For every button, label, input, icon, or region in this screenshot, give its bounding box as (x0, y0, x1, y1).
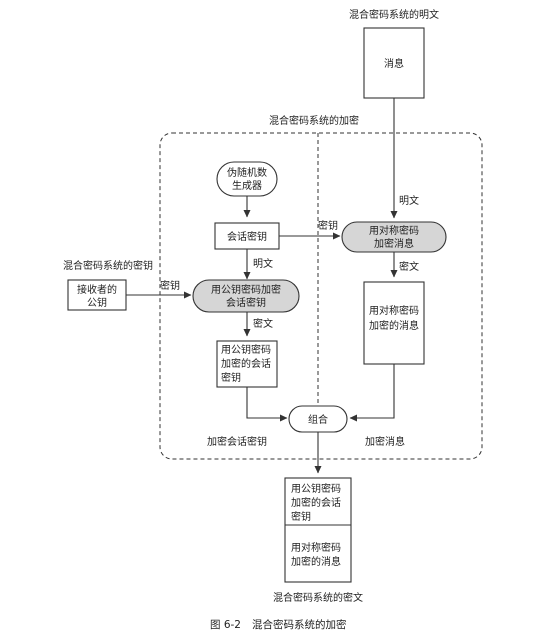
ciphertext-label: 混合密码系统的密文 (273, 591, 363, 604)
message-label: 消息 (384, 57, 404, 70)
out-bottom-line2: 加密的消息 (291, 555, 341, 568)
figure-title: 混合密码系统的加密 (252, 618, 347, 631)
out-top-line3: 密钥 (291, 510, 311, 523)
arrow-encrypted-msg-to-combine (349, 364, 395, 422)
session-key-label: 会话密钥 (227, 230, 267, 243)
prng-label-line2: 生成器 (232, 179, 262, 192)
public-key-encrypt-node (192, 279, 300, 313)
encryption-region-label: 混合密码系统的加密 (269, 114, 359, 127)
plaintext-label: 混合密码系统的明文 (349, 8, 439, 21)
enc-session-line1: 用公钥密码 (221, 343, 271, 356)
enc-msg-region-label: 加密消息 (365, 435, 405, 448)
encrypted-message-box (363, 281, 425, 365)
edge-ciphertext-right-label: 密文 (399, 260, 419, 273)
out-top-line2: 加密的会话 (291, 496, 341, 509)
encrypted-msg-line1: 用对称密码 (369, 304, 419, 317)
figure-number: 图 6-2 (210, 619, 241, 631)
edge-key-left-label: 密钥 (160, 279, 180, 292)
combine-label: 组合 (308, 413, 328, 426)
encryption-region (159, 132, 483, 460)
out-bottom-line1: 用对称密码 (291, 541, 341, 554)
receiver-public-key-box (67, 279, 127, 311)
sym-encrypt-line1: 用对称密码 (369, 224, 419, 237)
keys-label: 混合密码系统的密钥 (63, 259, 153, 272)
edge-ciphertext-mid-label: 密文 (253, 317, 273, 330)
edge-key-top-label: 密钥 (318, 219, 338, 232)
encrypted-session-key-box (216, 340, 278, 388)
pub-encrypt-line1: 用公钥密码加密 (211, 283, 281, 296)
prng-label-line1: 伪随机数 (227, 166, 267, 179)
receiver-line1: 接收者的 (77, 283, 117, 296)
enc-session-region-label: 加密会话密钥 (207, 435, 267, 448)
sym-encrypt-line2: 加密消息 (374, 237, 414, 250)
edge-plaintext-mid-label: 明文 (253, 257, 273, 270)
out-top-line1: 用公钥密码 (291, 482, 341, 495)
arrow-enc-session-to-combine (246, 387, 288, 422)
encrypted-msg-line2: 加密的消息 (369, 319, 419, 332)
edge-plaintext-right-label: 明文 (399, 194, 419, 207)
receiver-line2: 公钥 (87, 296, 107, 309)
pub-encrypt-line2: 会话密钥 (226, 296, 266, 309)
enc-session-line2: 加密的会话 (221, 357, 271, 370)
enc-session-line3: 密钥 (221, 371, 241, 384)
output-ciphertext-box (284, 477, 352, 583)
